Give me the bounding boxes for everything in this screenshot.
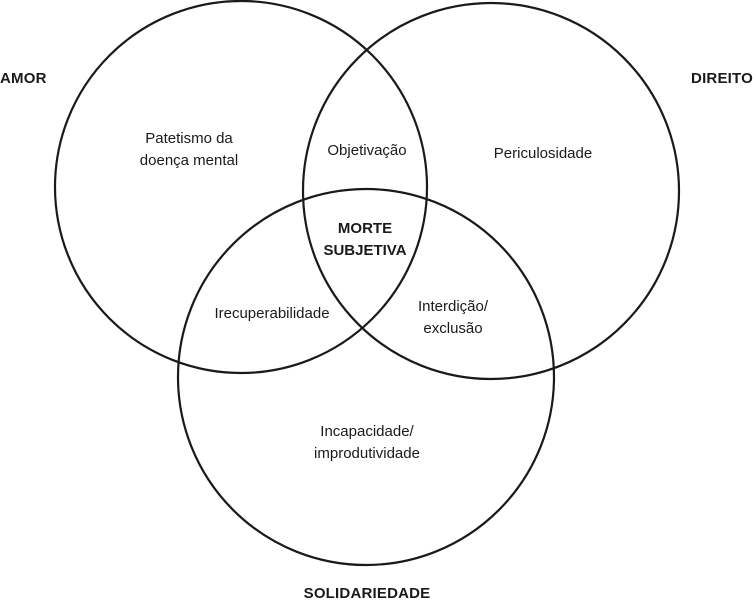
set-label-direito: DIREITO (691, 70, 753, 87)
region-solidariedade-line-2: improdutividade (314, 445, 420, 462)
region-amor-line-1: Patetismo da (145, 130, 233, 147)
region-amor-direito-line-1: Objetivação (327, 142, 406, 159)
region-direito-line-1: Periculosidade (494, 145, 592, 162)
region-amor-line-2: doença mental (140, 152, 238, 169)
set-label-solidariedade: SOLIDARIEDADE (304, 585, 431, 600)
region-solidariedade-line-1: Incapacidade/ (320, 423, 414, 440)
set-label-amor: AMOR (0, 70, 47, 87)
region-direito-solidariedade-line-1: Interdição/ (418, 298, 489, 315)
circle-solidariedade (176, 187, 556, 567)
region-amor-solidariedade-line-1: Irecuperabilidade (214, 305, 329, 322)
circle-amor (53, 0, 429, 375)
circle-direito (301, 1, 681, 381)
region-direito-solidariedade-line-2: exclusão (423, 320, 482, 337)
region-center-line-2: SUBJETIVA (323, 242, 406, 259)
region-center-line-1: MORTE (338, 220, 392, 237)
